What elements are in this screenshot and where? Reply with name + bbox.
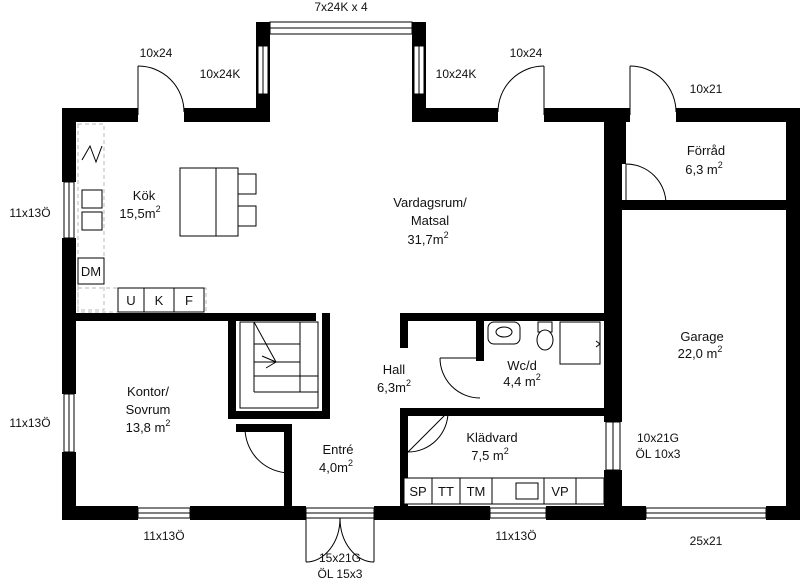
forrad-door-dim: 10x21 [690,82,723,96]
entre-name: Entré [322,442,353,457]
garage-side-dim-2: ÖL 10x3 [636,447,681,461]
wc-name: Wc/d [507,358,537,373]
sp-label: SP [409,484,426,499]
fridge-label: K [155,293,164,308]
kok-door-dim: 10x24 [140,46,173,60]
wc-area: 4,4 m2 [503,372,541,389]
entrance-dim-2: ÖL 15x3 [318,567,363,581]
entrance-dim-1: 15x21G [319,551,361,565]
oven-label: U [126,293,135,308]
garage-name: Garage [680,329,723,344]
bay-window-dim: 7x24K x 4 [314,0,368,14]
forrad-area: 6,3 m2 [685,160,723,177]
entre-area: 4,0m2 [319,458,353,475]
closet-fixtures [403,477,605,505]
kontor-area: 13,8 m2 [126,418,171,435]
garage-side-dim-1: 10x21G [637,431,679,445]
kok-name: Kök [133,188,156,203]
bathroom-fixtures [487,321,601,365]
room-labels: Kök 15,5m2 Vardagsrum/ Matsal 31,7m2 För… [119,143,725,475]
bottom-left-window-dim: 11x13Ö [143,529,184,543]
vardagsrum-area: 31,7m2 [407,230,448,247]
dishwasher-label: DM [81,264,101,279]
garage-area: 22,0 m2 [678,344,723,361]
bottom-mid-window-dim: 11x13Ö [495,529,536,543]
kok-area: 15,5m2 [119,204,160,221]
vardagsrum-name-2: Matsal [411,213,449,228]
garage-door-dim: 25x21 [690,534,723,548]
living-door-dim: 10x24 [510,46,543,60]
kontor-name-2: Sovrum [126,402,171,417]
kitchen-fixtures [77,123,257,313]
kok-window-dim: 11x13Ö [9,206,50,220]
bay-left-dim: 10x24K [200,67,241,81]
freezer-label: F [185,293,193,308]
dimension-labels: 7x24K x 4 10x24 10x24K 10x24K 10x24 10x2… [9,0,722,581]
tt-label: TT [438,484,454,499]
kontor-window-dim: 11x13Ö [9,416,50,430]
vardagsrum-name-1: Vardagsrum/ [393,195,467,210]
kladvard-name: Klädvard [466,430,517,445]
doors [137,65,677,563]
windows [63,21,767,519]
tm-label: TM [467,484,486,499]
kladvard-area: 7,5 m2 [471,446,509,463]
vp-label: VP [551,484,568,499]
hall-name: Hall [383,362,406,377]
bay-right-dim: 10x24K [436,67,477,81]
kontor-name-1: Kontor/ [127,384,169,399]
forrad-name: Förråd [687,143,725,158]
staircase [239,321,319,409]
fixture-labels: DM U K F SP TT TM VP [81,264,569,499]
interior-walls [70,108,800,520]
hall-area: 6,3m2 [377,378,411,395]
